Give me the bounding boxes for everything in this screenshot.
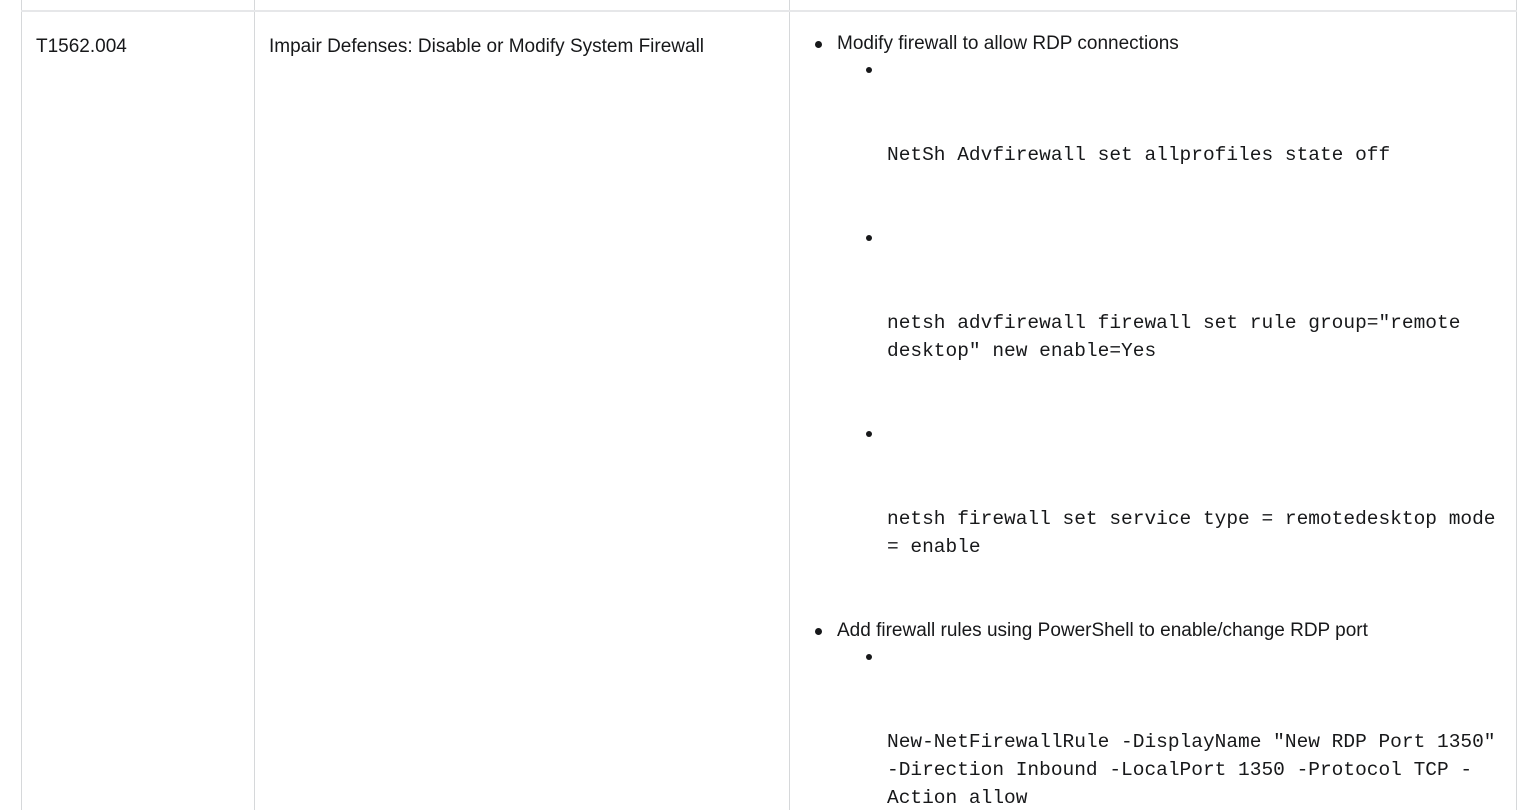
list-item-label: Add firewall rules using PowerShell to e…	[837, 620, 1368, 641]
list-item-label: Modify firewall to allow RDP connections	[837, 33, 1179, 54]
cell-procedure-details: Modify firewall to allow RDP connections…	[789, 11, 1517, 810]
partial-cell-technique-name	[254, 0, 790, 12]
command-text: NetSh Advfirewall set allprofiles state …	[887, 144, 1391, 166]
bullet-icon	[866, 235, 872, 241]
table-body: T1562.004 Impair Defenses: Disable or Mo…	[21, 0, 1517, 810]
table-row: T1562.004 Impair Defenses: Disable or Mo…	[21, 11, 1517, 810]
procedure-details-content: Modify firewall to allow RDP connections…	[790, 12, 1516, 810]
list-item: netsh advfirewall firewall set rule grou…	[859, 225, 1508, 421]
list-item: netsh firewall set service type = remote…	[859, 421, 1508, 617]
technique-id-text: T1562.004	[36, 36, 127, 57]
list-item: Add firewall rules using PowerShell to e…	[810, 617, 1508, 810]
list-item: NetSh Advfirewall set allprofiles state …	[859, 57, 1508, 225]
technique-name-text: Impair Defenses: Disable or Modify Syste…	[269, 36, 705, 57]
partial-cell-technique-id	[21, 0, 255, 12]
procedure-sub-bullet-list: NetSh Advfirewall set allprofiles state …	[837, 57, 1508, 617]
list-item: New-NetFirewallRule -DisplayName "New RD…	[859, 644, 1508, 810]
page-root: T1562.004 Impair Defenses: Disable or Mo…	[21, 0, 1517, 810]
command-text: netsh firewall set service type = remote…	[887, 508, 1508, 558]
bullet-icon	[866, 431, 872, 437]
procedure-sub-bullet-list: New-NetFirewallRule -DisplayName "New RD…	[837, 644, 1508, 810]
technique-table: T1562.004 Impair Defenses: Disable or Mo…	[21, 0, 1517, 810]
procedure-bullet-list: Modify firewall to allow RDP connections…	[800, 30, 1508, 810]
command-text: New-NetFirewallRule -DisplayName "New RD…	[887, 731, 1508, 809]
cell-technique-id: T1562.004	[21, 11, 255, 810]
table-row-partial-above	[21, 0, 1517, 12]
bullet-icon	[815, 628, 822, 635]
command-text: netsh advfirewall firewall set rule grou…	[887, 312, 1473, 362]
bullet-icon	[866, 67, 872, 73]
cell-technique-name: Impair Defenses: Disable or Modify Syste…	[254, 11, 790, 810]
partial-cell-procedure-details	[789, 0, 1517, 12]
bullet-icon	[815, 41, 822, 48]
bullet-icon	[866, 654, 872, 660]
list-item: Modify firewall to allow RDP connections…	[810, 30, 1508, 617]
